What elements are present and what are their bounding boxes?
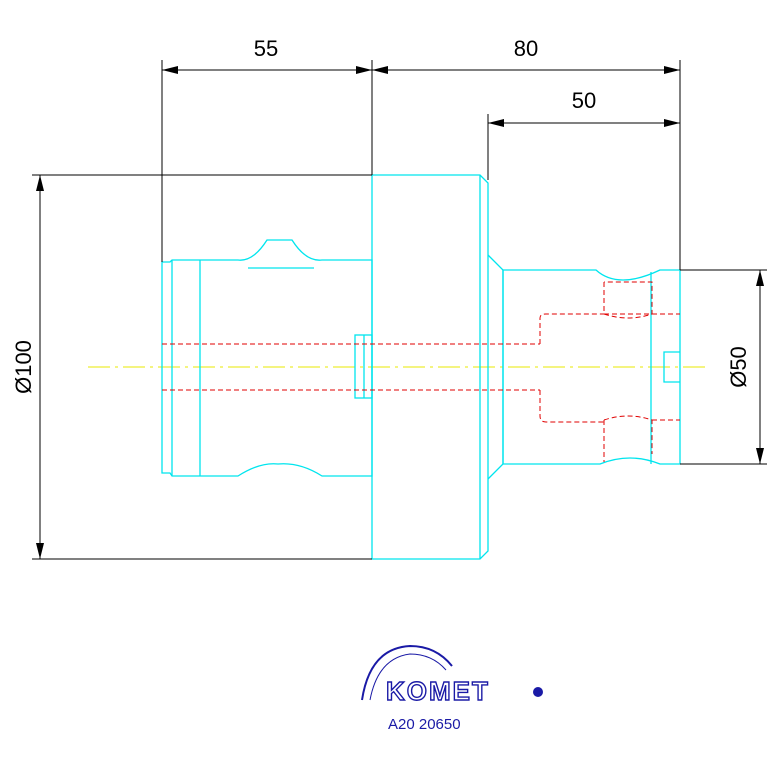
logo-arc-inner-icon xyxy=(369,653,447,701)
dim-text-50: 50 xyxy=(572,88,596,113)
logo-dot-icon xyxy=(533,687,543,697)
dim-text-55: 55 xyxy=(254,36,278,61)
hidden-lines xyxy=(162,281,680,462)
left-shank xyxy=(161,239,373,477)
logo-wordmark: KOMET xyxy=(386,676,490,706)
part-outline xyxy=(161,174,681,560)
komet-logo: KOMET xyxy=(361,644,543,707)
dim-text-dia50: Ø50 xyxy=(726,346,751,388)
dimensions xyxy=(32,60,767,560)
end-notch xyxy=(663,351,680,383)
dim-text-dia100: Ø100 xyxy=(11,340,36,394)
part-number: A20 20650 xyxy=(388,716,461,733)
cross-bore-top xyxy=(603,281,680,319)
cross-bore-bottom xyxy=(603,415,680,462)
dim-text-80: 80 xyxy=(514,36,538,61)
right-body xyxy=(502,269,681,465)
logo-arc-icon xyxy=(361,644,453,701)
inner-bore-contour xyxy=(539,313,604,423)
